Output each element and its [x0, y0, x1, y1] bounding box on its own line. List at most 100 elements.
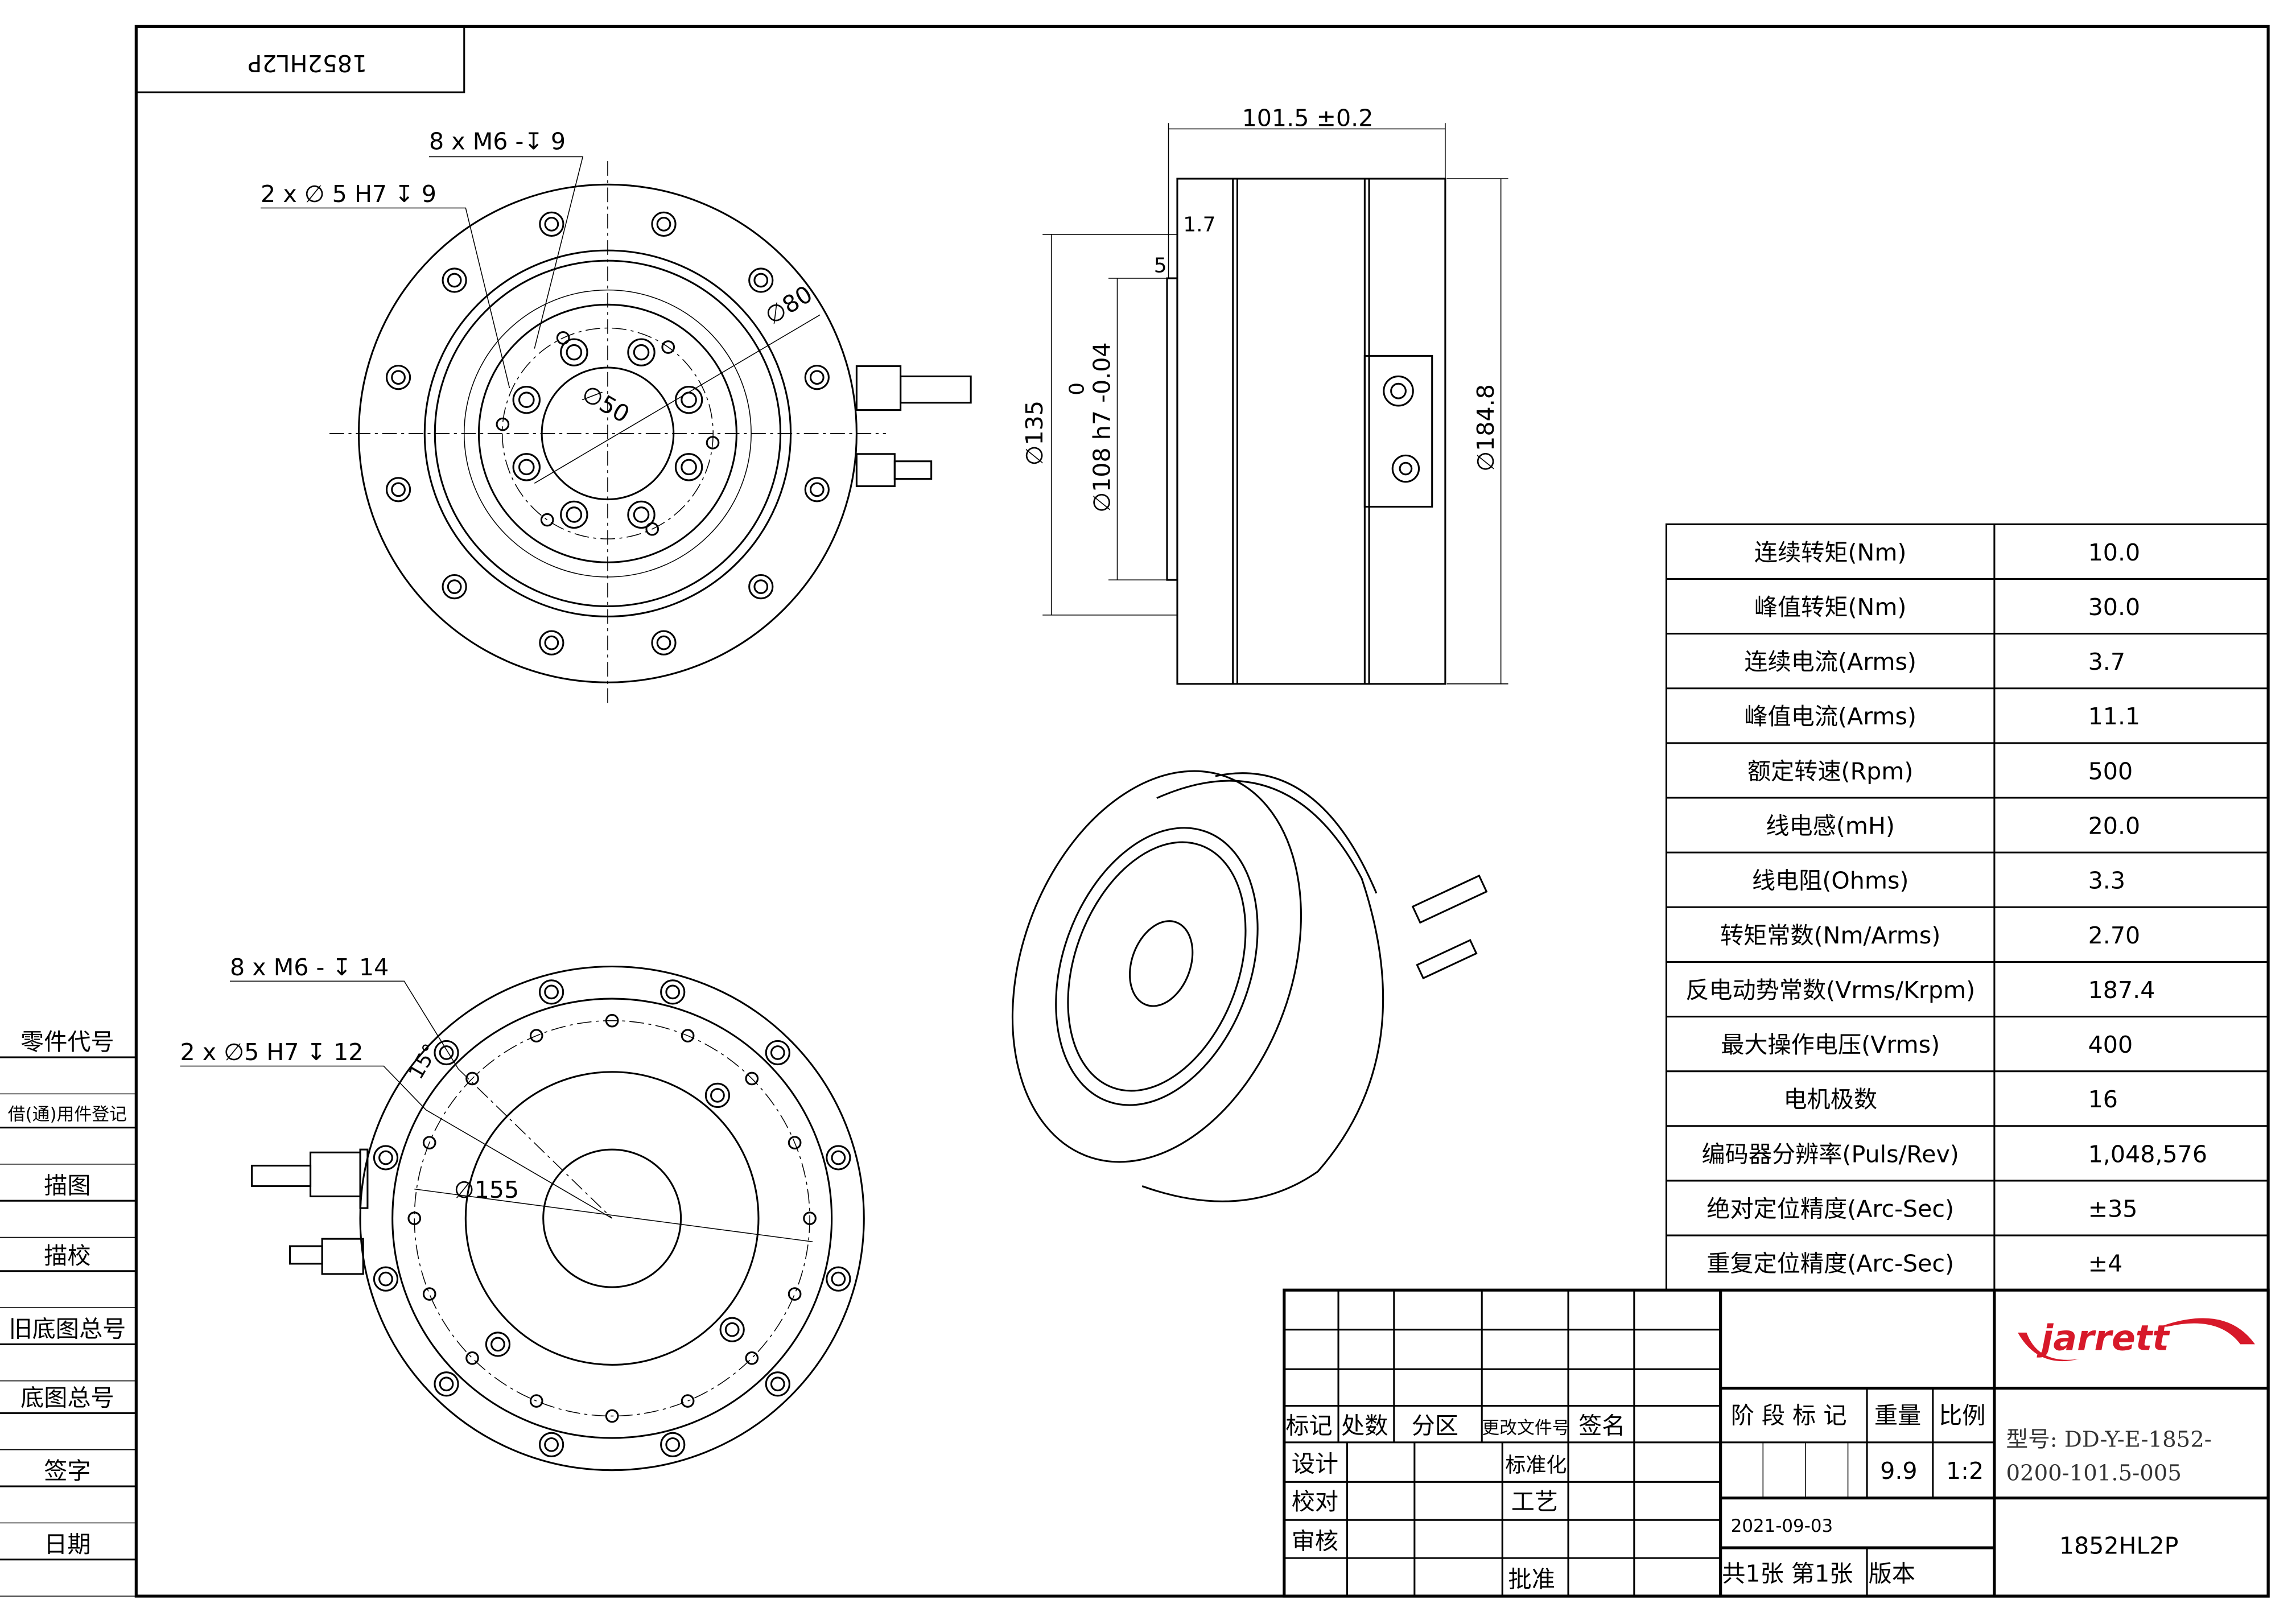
- bolt-hole-icon: [605, 1013, 619, 1028]
- approve-label: 批准: [1508, 1566, 1555, 1593]
- spec-label: 连续转矩(Nm): [1754, 539, 1907, 566]
- model-number-line2: 0200-101.5-005: [2006, 1461, 2181, 1486]
- standardization-label: 标准化: [1505, 1453, 1567, 1477]
- bolt-hole-inner: [391, 482, 406, 497]
- bolt-hole-inner: [544, 217, 559, 232]
- spec-value: 10.0: [2088, 539, 2141, 566]
- spec-label: 线电感(mH): [1766, 813, 1895, 840]
- bolt-hole-icon: [706, 436, 720, 450]
- side-label: 签字: [44, 1457, 90, 1485]
- drawing-number: 1852HL2P: [2059, 1532, 2179, 1559]
- bolt-hole-inner: [447, 273, 462, 288]
- review-label: 审核: [1292, 1528, 1338, 1555]
- bolt-hole-icon: [681, 1029, 695, 1042]
- bore-diameter-label: ∅50: [577, 380, 634, 428]
- bolt-hole-icon: [651, 630, 677, 656]
- tapped-hole-callout-bottom: 8 x M6 - ↧ 14: [230, 954, 389, 981]
- bolt-hole-icon: [496, 417, 510, 431]
- bolt-hole-inner: [378, 1150, 393, 1165]
- bolt-hole-icon: [803, 1211, 817, 1225]
- bolt-hole-icon: [745, 1071, 759, 1086]
- bolt-hole-inner: [753, 579, 769, 594]
- bolt-hole-inner: [566, 506, 583, 523]
- rev-header-zone: 分区: [1412, 1412, 1458, 1439]
- spec-label: 重复定位精度(Arc-Sec): [1706, 1250, 1954, 1277]
- bolt-hole-icon: [826, 1266, 851, 1292]
- process-label: 工艺: [1511, 1488, 1558, 1515]
- shaft-diameter-dimension: ∅108 h7 -0.04: [1089, 342, 1116, 512]
- cable-glands-top: [855, 365, 972, 487]
- bolt-hole-inner: [447, 579, 462, 594]
- spec-value: 3.3: [2088, 867, 2125, 895]
- spec-value: 1,048,576: [2088, 1140, 2207, 1168]
- jarrett-logo: jarrett: [2018, 1318, 2255, 1362]
- rev-header-signature: 签名: [1578, 1412, 1625, 1439]
- pcd-diameter-label-bottom: ∅155: [454, 1176, 519, 1203]
- spec-value: 2.70: [2088, 922, 2141, 949]
- bolt-hole-icon: [560, 500, 588, 529]
- bolt-hole-inner: [681, 459, 697, 476]
- isometric-view: [1011, 770, 1488, 1202]
- spec-label: 线电阻(Ohms): [1752, 867, 1909, 895]
- bolt-hole-icon: [434, 1371, 459, 1397]
- bolt-hole-icon: [804, 477, 830, 502]
- bolt-hole-icon: [422, 1136, 436, 1149]
- bolt-hole-icon: [512, 453, 541, 481]
- length-dimension: 101.5 ±0.2: [1242, 104, 1374, 131]
- step-dimension-5: 5: [1154, 254, 1167, 278]
- outer-diameter-dimension: ∅184.8: [1472, 384, 1499, 472]
- bolt-hole-inner: [770, 1045, 785, 1060]
- weight-value: 9.9: [1880, 1457, 1917, 1485]
- bolt-hole-icon: [826, 1145, 851, 1170]
- bolt-hole-inner: [656, 217, 671, 232]
- bolt-hole-icon: [674, 453, 703, 481]
- dowel-hole-callout: 2 x ∅ 5 H7 ↧ 9: [261, 180, 436, 208]
- check-label: 校对: [1292, 1488, 1338, 1515]
- spec-value: 16: [2088, 1086, 2118, 1113]
- spec-label: 连续电流(Arms): [1744, 648, 1916, 675]
- scale-label: 比例: [1939, 1402, 1985, 1429]
- bolt-hole-inner: [544, 1437, 559, 1452]
- spec-label: 最大操作电压(Vrms): [1721, 1031, 1940, 1058]
- rev-header-mark: 标记: [1285, 1412, 1332, 1439]
- bolt-hole-inner: [831, 1271, 846, 1287]
- bolt-hole-icon: [442, 267, 467, 293]
- design-label: 设计: [1292, 1450, 1338, 1477]
- side-label: 底图总号: [20, 1384, 114, 1411]
- bolt-hole-inner: [518, 459, 535, 476]
- bolt-hole-icon: [538, 979, 564, 1005]
- bolt-hole-icon: [645, 522, 659, 536]
- bolt-hole-icon: [538, 1432, 564, 1457]
- side-label: 旧底图总号: [9, 1316, 126, 1343]
- bolt-hole-icon: [560, 338, 588, 366]
- side-label: 日期: [44, 1531, 90, 1558]
- bolt-hole-icon: [605, 1409, 619, 1423]
- side-label: 借(通)用件登记: [8, 1104, 127, 1125]
- bolt-hole-icon: [529, 1394, 543, 1408]
- bolt-hole-icon: [627, 338, 656, 366]
- motor-spec-table: 连续转矩(Nm)10.0峰值转矩(Nm)30.0连续电流(Arms)3.7峰值电…: [1665, 523, 2269, 1291]
- mirrored-part-number: 1852HL2P: [248, 50, 368, 77]
- bolt-hole-inner: [710, 1088, 725, 1103]
- drawing-date: 2021-09-03: [1731, 1516, 1833, 1536]
- bolt-hole-icon: [745, 1351, 759, 1365]
- dowel-hole-callout-bottom: 2 x ∅5 H7 ↧ 12: [180, 1038, 364, 1066]
- bolt-hole-icon: [651, 211, 677, 237]
- spec-label: 编码器分辨率(Puls/Rev): [1701, 1140, 1959, 1168]
- spec-value: 3.7: [2088, 648, 2125, 675]
- bolt-hole-inner: [809, 482, 825, 497]
- bolt-hole-inner: [490, 1337, 505, 1352]
- spec-label: 电机极数: [1783, 1086, 1877, 1113]
- scale-value: 1:2: [1946, 1457, 1984, 1485]
- pilot-diameter-dimension: ∅135: [1021, 401, 1048, 465]
- bolt-hole-icon: [704, 1082, 731, 1108]
- bolt-hole-icon: [556, 331, 570, 345]
- spec-value: 11.1: [2088, 703, 2141, 730]
- bolt-hole-icon: [719, 1317, 745, 1342]
- bolt-hole-icon: [539, 211, 564, 237]
- bolt-hole-icon: [788, 1287, 802, 1301]
- bolt-hole-icon: [422, 1287, 436, 1301]
- spec-label: 转矩常数(Nm/Arms): [1720, 922, 1940, 949]
- version-label: 版本: [1869, 1560, 1915, 1587]
